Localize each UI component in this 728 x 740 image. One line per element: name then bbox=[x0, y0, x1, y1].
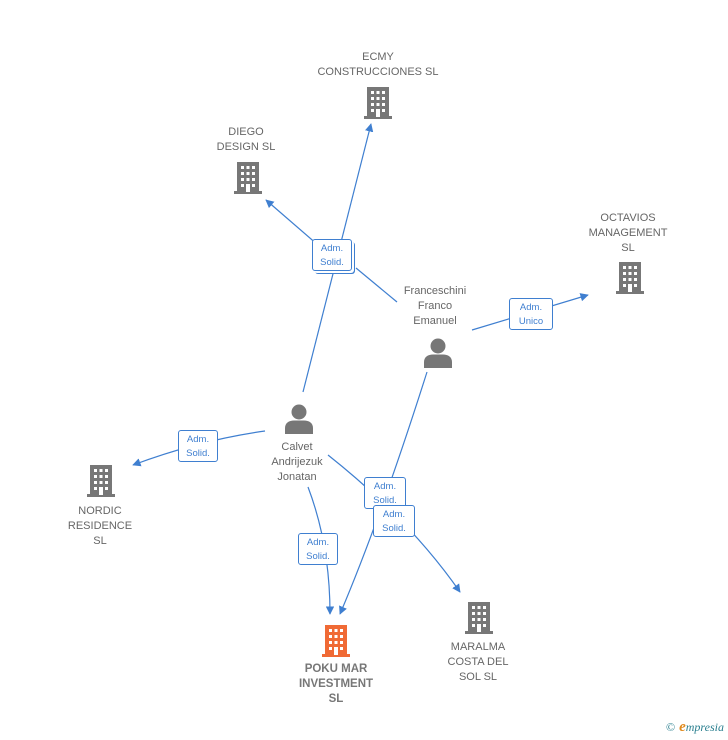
badge-adm-solid-nordic[interactable]: Adm. Solid. bbox=[178, 430, 218, 462]
octavios-building-icon[interactable] bbox=[616, 262, 644, 294]
nordic-building-icon[interactable] bbox=[87, 465, 115, 497]
diego-building-icon[interactable] bbox=[234, 162, 262, 194]
franceschini-person-icon[interactable] bbox=[424, 338, 452, 369]
empresia-logo[interactable]: ©empresia bbox=[666, 719, 724, 736]
edge-franceschini-hub bbox=[355, 267, 398, 303]
franceschini-label[interactable]: Franceschini Franco Emanuel bbox=[403, 285, 467, 327]
ecmy-building-icon[interactable] bbox=[364, 87, 392, 119]
octavios-label[interactable]: OCTAVIOS MANAGEMENT SL bbox=[588, 212, 668, 254]
calvet-person-icon[interactable] bbox=[285, 404, 313, 435]
badge-adm-solid-center-2[interactable]: Adm. Solid. bbox=[373, 505, 415, 537]
badge-adm-solid-center-1[interactable]: Adm. Solid. bbox=[364, 477, 406, 509]
badge-adm-unico[interactable]: Adm. Unico bbox=[509, 298, 553, 330]
ecmy-label[interactable]: ECMY CONSTRUCCIONES SL bbox=[317, 51, 439, 78]
brand-name: mpresia bbox=[685, 720, 724, 734]
poku-label[interactable]: POKU MAR INVESTMENT SL bbox=[298, 663, 374, 705]
badge-adm-solid-poku[interactable]: Adm. Solid. bbox=[298, 533, 338, 565]
diego-label[interactable]: DIEGO DESIGN SL bbox=[216, 126, 276, 153]
calvet-label[interactable]: Calvet Andrijezuk Jonatan bbox=[271, 441, 323, 483]
copyright-symbol: © bbox=[665, 720, 676, 734]
maralma-building-icon[interactable] bbox=[465, 602, 493, 634]
brand-initial: e bbox=[679, 719, 686, 735]
maralma-label[interactable]: MARALMA COSTA DEL SOL SL bbox=[447, 641, 509, 683]
nordic-label[interactable]: NORDIC RESIDENCE SL bbox=[67, 505, 133, 547]
badge-adm-solid-top[interactable]: Adm. Solid. bbox=[312, 239, 352, 271]
poku-building-icon[interactable] bbox=[322, 625, 350, 657]
